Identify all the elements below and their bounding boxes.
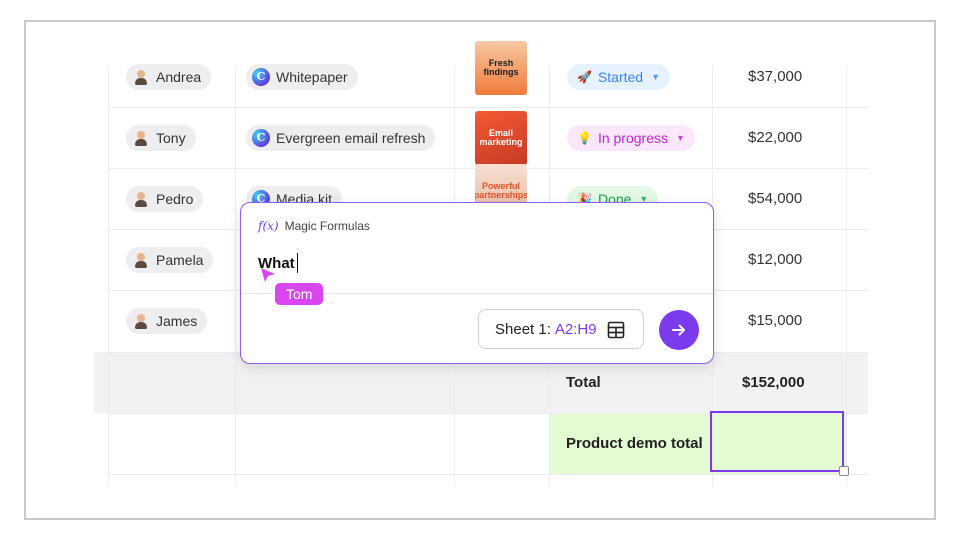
status-dropdown[interactable]: 🚀Started▼ — [567, 63, 671, 90]
submit-formula-button[interactable] — [659, 310, 699, 350]
avatar — [132, 190, 150, 208]
avatar — [132, 251, 150, 269]
design-thumbnail[interactable]: Email marketing — [475, 110, 527, 165]
product-demo-label-bg — [549, 413, 712, 474]
formula-prompt-input[interactable]: What — [258, 253, 299, 273]
avatar — [132, 68, 150, 86]
total-value: $152,000 — [742, 374, 805, 391]
product-demo-value-bg — [712, 413, 846, 474]
function-icon: f(x) — [258, 219, 279, 233]
range-reference: A2:H9 — [554, 320, 597, 338]
text-caret — [296, 253, 299, 273]
row-divider — [108, 474, 868, 475]
amount-value: $37,000 — [748, 68, 803, 85]
rocket-icon: 🚀 — [577, 69, 592, 84]
owner-chip[interactable]: Andrea — [126, 63, 212, 90]
total-label: Total — [566, 374, 601, 391]
table-row[interactable]: James $15,000 — [26, 290, 934, 351]
collaborator-cursor-icon — [261, 268, 275, 282]
owner-chip[interactable]: Pedro — [126, 185, 204, 212]
owner-chip[interactable]: James — [126, 307, 208, 334]
fill-handle[interactable] — [839, 466, 849, 476]
status-dropdown[interactable]: 💡In progress▼ — [567, 124, 695, 151]
collaborator-name-tag: Tom — [275, 283, 324, 305]
design-thumbnail[interactable]: Fresh findings — [475, 40, 527, 95]
range-selector-button[interactable]: Sheet 1: A2:H9 — [478, 309, 644, 349]
product-demo-label: Product demo total — [566, 435, 703, 452]
avatar — [132, 129, 150, 147]
amount-value: $54,000 — [748, 190, 803, 207]
chevron-down-icon: ▼ — [676, 132, 685, 143]
column-divider — [235, 66, 236, 486]
arrow-right-icon — [672, 324, 685, 336]
row-divider — [108, 107, 868, 108]
total-row: Total $152,000 — [26, 352, 934, 413]
popup-header: f(x) Magic Formulas — [258, 219, 370, 233]
chevron-down-icon: ▼ — [639, 193, 649, 204]
chevron-down-icon: ▼ — [651, 71, 661, 82]
selected-cell[interactable] — [710, 411, 844, 472]
canva-icon: C — [252, 67, 270, 86]
table-grid-icon — [607, 321, 625, 339]
column-divider — [846, 66, 847, 486]
owner-chip[interactable]: Pamela — [126, 246, 214, 273]
column-divider — [108, 66, 109, 486]
product-demo-row: Product demo total — [26, 413, 934, 474]
popup-title: Magic Formulas — [284, 219, 370, 233]
lightbulb-icon: 💡 — [577, 130, 592, 145]
amount-value: $15,000 — [748, 312, 803, 329]
amount-value: $22,000 — [748, 129, 803, 146]
table-row[interactable]: Pamela $12,000 — [26, 229, 934, 290]
popup-divider — [241, 293, 713, 294]
canva-icon: C — [252, 128, 270, 147]
avatar — [132, 312, 150, 330]
range-prefix: Sheet 1: — [495, 320, 551, 338]
owner-chip[interactable]: Tony — [126, 124, 196, 151]
amount-value: $12,000 — [748, 251, 803, 268]
row-divider — [108, 413, 868, 414]
